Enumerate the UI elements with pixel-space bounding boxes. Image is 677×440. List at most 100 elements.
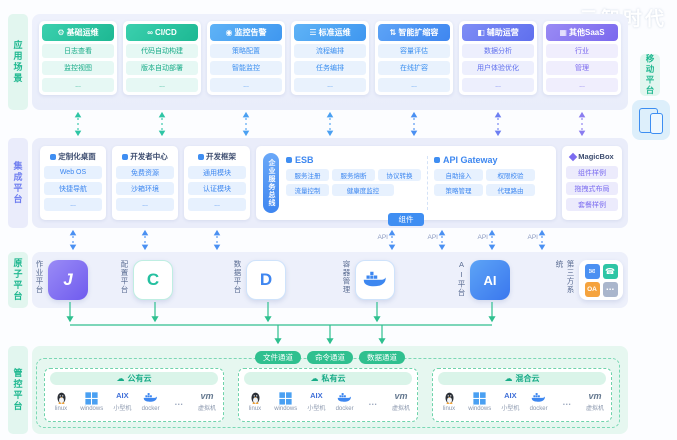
- app-card-header: ☰标准运维: [294, 24, 366, 41]
- gear-icon: ⚙: [57, 27, 65, 37]
- app-card-item: 用户体验优化: [462, 61, 534, 75]
- mobile-platform-label: 移动平台: [640, 54, 660, 96]
- app-card-autoscaling: ⇅智能扩缩容 容量评估 在线扩容 ...: [375, 21, 453, 95]
- os-label: windows: [80, 406, 104, 412]
- third-party-systems: 第三方系统 ✉ ☎ OA ⋯: [554, 260, 623, 300]
- card-title: 定制化桌面: [58, 152, 96, 161]
- card-title: 开发者中心: [130, 152, 168, 161]
- magicbox-icon: [569, 152, 578, 161]
- platform-data: 数据平台 D: [232, 260, 286, 300]
- app-card-item: 日志查看: [42, 44, 114, 58]
- os-linux: linux: [246, 391, 264, 412]
- vm-icon: vm: [200, 390, 214, 401]
- card-item: ...: [116, 198, 174, 211]
- platform-label: 作业平台: [35, 260, 44, 294]
- gateway-item: 权限校验: [486, 169, 535, 181]
- app-card-cicd: ∞CI/CD 代码自动构建 版本自动部署 ...: [123, 21, 201, 95]
- platform-cmdb: 配置平台 C: [119, 260, 173, 300]
- os-label: 小型机: [307, 406, 326, 412]
- card-item: ...: [44, 198, 102, 211]
- card-item: 快捷导航: [44, 182, 102, 195]
- card-item: Web OS: [44, 166, 102, 179]
- cloud-title: 私有云: [321, 374, 346, 383]
- app-card-item: ...: [210, 78, 282, 92]
- os-label: windows: [468, 406, 492, 412]
- cloud-header: ☁私有云: [244, 372, 412, 385]
- app-card-title: 监控告警: [234, 28, 267, 37]
- arrows-icon: ⇅: [389, 27, 397, 37]
- cloud-icon: ☁: [116, 373, 125, 383]
- cloud-header: ☁混合云: [438, 372, 606, 385]
- mail-icon: ✉: [584, 263, 600, 279]
- platform-job: 作业平台 J: [34, 260, 88, 300]
- ellipsis-icon: …: [562, 397, 572, 407]
- framework-icon: [198, 153, 204, 160]
- monitor-icon: ◉: [225, 27, 233, 37]
- cloud-icon: ☁: [504, 373, 513, 383]
- os-label: windows: [274, 406, 298, 412]
- ai-platform-icon: AI: [470, 260, 510, 300]
- esb-section: ESB 服务注册 服务熔断 协议转换 流量控制 健康度监控: [286, 153, 422, 196]
- os-windows: windows: [274, 391, 297, 412]
- data-platform-icon: D: [246, 260, 286, 300]
- developer-icon: [122, 153, 129, 160]
- app-card-header: ◉监控告警: [210, 24, 282, 41]
- aix-icon: AIX: [116, 391, 129, 400]
- app-card-title: 基础运维: [66, 28, 99, 37]
- platform-label: 配置平台: [120, 260, 129, 294]
- os-docker: docker: [142, 391, 160, 412]
- card-item: 拖拽式布局: [566, 182, 618, 195]
- app-card-item: ...: [126, 78, 198, 92]
- custom-desktop-card: 定制化桌面 Web OS 快捷导航 ...: [40, 146, 106, 220]
- gateway-title-row: API Gateway: [434, 153, 546, 166]
- app-card-item: 管理: [546, 61, 618, 75]
- data-channel-chip: 数据通道: [359, 351, 405, 364]
- gateway-title: API Gateway: [443, 154, 498, 165]
- esb-vertical-label: 企业服务总线: [263, 153, 279, 213]
- app-card-title: 智能扩缩容: [398, 28, 439, 37]
- layer-label-application: 应用场景: [8, 14, 28, 110]
- list-icon: ☰: [309, 27, 317, 37]
- os-label: 虚拟机: [585, 406, 604, 412]
- os-linux: linux: [52, 391, 70, 412]
- app-card-item: ...: [546, 78, 618, 92]
- card-header: 定制化桌面: [44, 150, 102, 163]
- layer-label-control: 管控平台: [8, 346, 28, 434]
- cloud-header: ☁公有云: [50, 372, 218, 385]
- chart-icon: ◧: [477, 27, 485, 37]
- app-card-item: ...: [42, 78, 114, 92]
- platform-ai: AI平台 AI: [456, 260, 510, 300]
- card-item: 认证模块: [188, 182, 246, 195]
- os-docker: docker: [530, 391, 548, 412]
- infinity-icon: ∞: [147, 27, 153, 37]
- app-card-item: ...: [378, 78, 450, 92]
- app-card-item: 版本自动部署: [126, 61, 198, 75]
- os-vm: vm 虚拟机: [197, 389, 216, 413]
- api-label: API: [527, 234, 538, 241]
- card-item: 套餐样例: [566, 198, 618, 211]
- gateway-item: 代理路由: [486, 184, 535, 196]
- os-label: linux: [248, 406, 262, 412]
- app-card-header: ∞CI/CD: [126, 24, 198, 41]
- api-label: API: [377, 234, 388, 241]
- third-party-icons: ✉ ☎ OA ⋯: [579, 260, 623, 300]
- magicbox-card: MagicBox 组件样例 拖拽式布局 套餐样例: [562, 146, 622, 220]
- gateway-icon: [434, 156, 440, 163]
- card-item: 免费资源: [116, 166, 174, 179]
- dev-framework-card: 开发框架 通用模块 认证模块 ...: [184, 146, 250, 220]
- esb-item: 流量控制: [286, 184, 329, 196]
- docker-whale-icon: [355, 260, 395, 300]
- app-card-base-ops: ⚙基础运维 日志查看 监控视图 ...: [39, 21, 117, 95]
- os-label: docker: [335, 406, 354, 412]
- os-label: 虚拟机: [197, 406, 216, 412]
- esb-item: 协议转换: [378, 169, 421, 181]
- cloud-title: 混合云: [515, 374, 540, 383]
- card-header: MagicBox: [566, 150, 618, 163]
- os-docker: docker: [336, 391, 354, 412]
- esb-item: 服务注册: [286, 169, 329, 181]
